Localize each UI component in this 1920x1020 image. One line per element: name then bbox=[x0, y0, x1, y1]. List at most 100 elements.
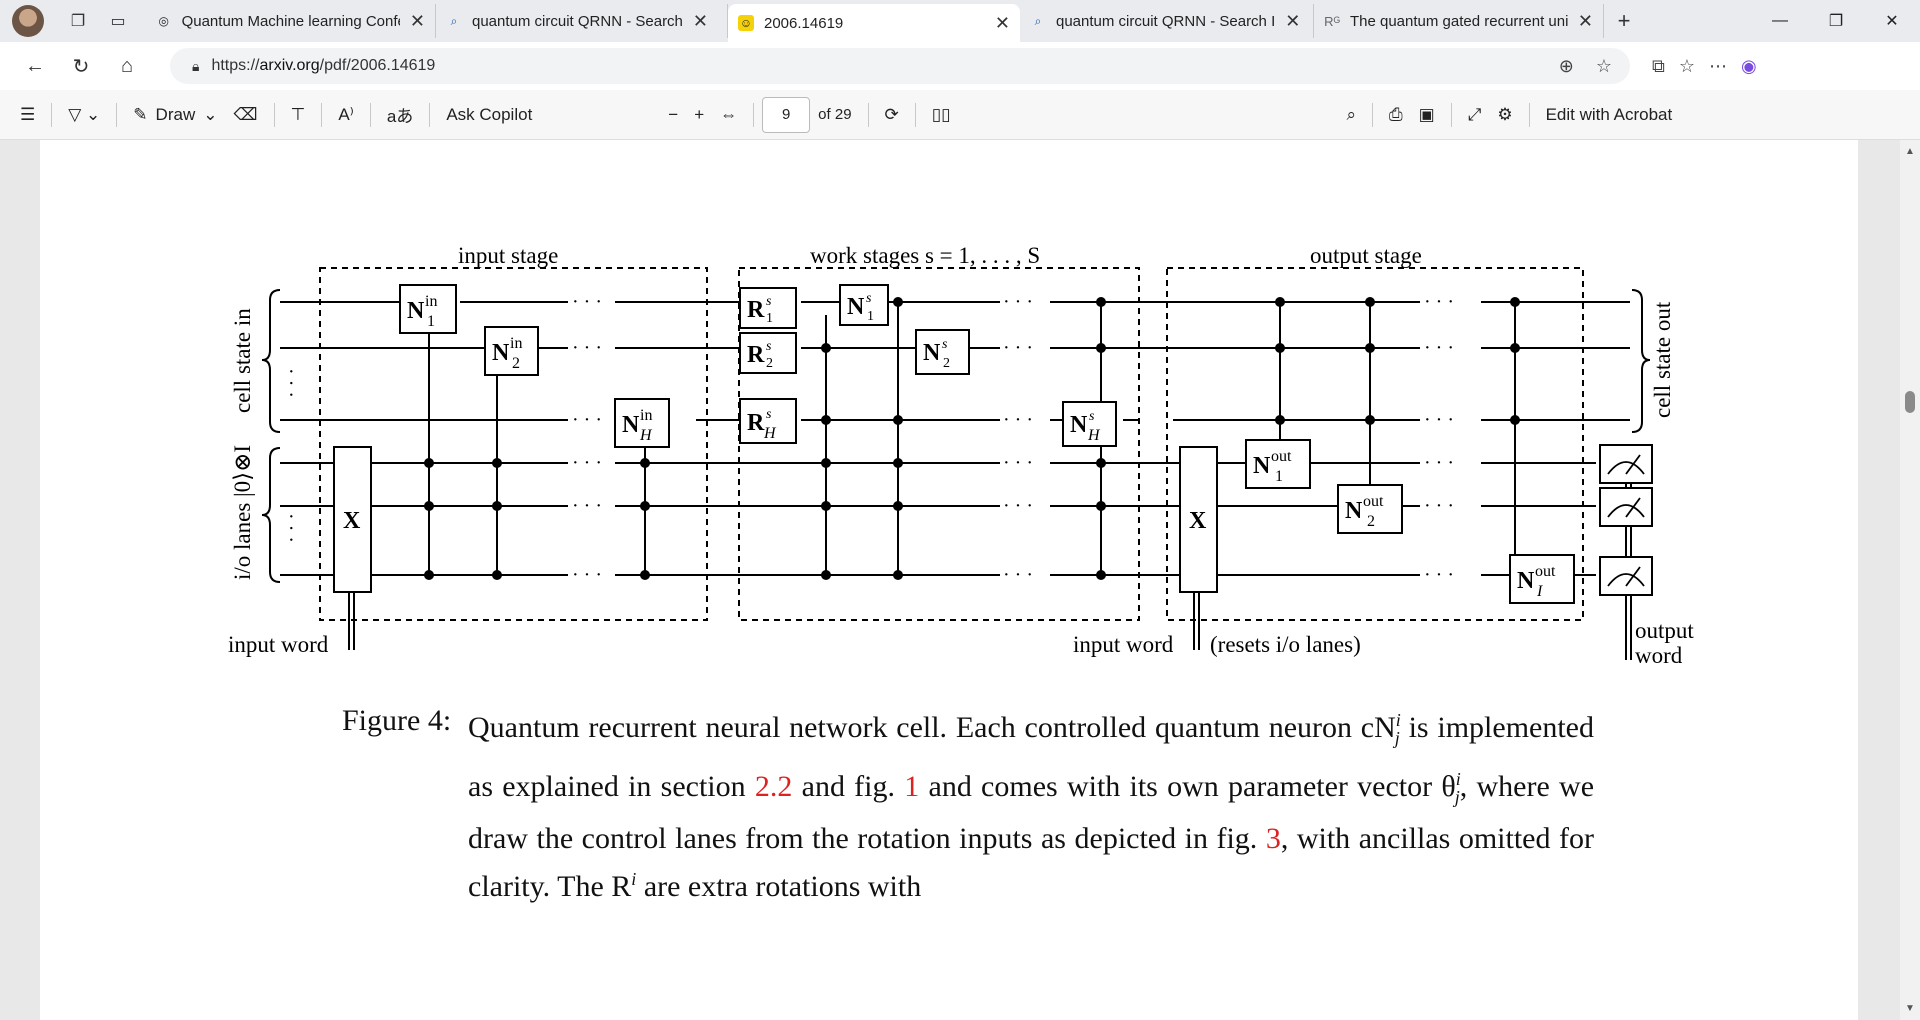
restore-icon[interactable]: ❐ bbox=[1828, 13, 1844, 30]
svg-text:N: N bbox=[492, 340, 510, 366]
gates bbox=[333, 284, 1653, 604]
svg-text:· · ·: · · · bbox=[1003, 337, 1033, 359]
svg-text:N: N bbox=[1253, 453, 1271, 479]
settings-gear-icon[interactable]: ⚙ bbox=[1497, 104, 1513, 124]
svg-text:· · ·: · · · bbox=[572, 452, 602, 474]
input-word-label-2: input word bbox=[1073, 632, 1174, 657]
favorite-star-icon[interactable]: ☆ bbox=[1595, 55, 1612, 76]
gate-n1-out bbox=[1245, 439, 1311, 489]
svg-text:· · ·: · · · bbox=[572, 409, 602, 431]
close-window-icon[interactable]: ✕ bbox=[1885, 13, 1899, 30]
translate-icon[interactable]: aあ bbox=[386, 107, 414, 126]
close-tab-icon[interactable]: ✕ bbox=[409, 10, 425, 31]
draw-button[interactable]: ✎Draw⌄ bbox=[133, 104, 218, 124]
text-box-icon[interactable]: ⊤ bbox=[290, 104, 306, 124]
io-lanes-label: i/o lanes |0⟩⊗I bbox=[230, 445, 255, 580]
draw-icon: ✎ bbox=[133, 104, 148, 124]
url-field[interactable]: 🔒︎ https://arxiv.org/pdf/2006.14619 ⊕ ☆ bbox=[170, 48, 1630, 84]
workspaces-icon[interactable]: ❐ bbox=[70, 13, 86, 30]
control-dots bbox=[424, 297, 1520, 580]
highlight-icon[interactable]: ▽ ⌄ bbox=[68, 104, 101, 124]
refresh-icon[interactable]: ↻ bbox=[72, 55, 90, 78]
svg-text:· · ·: · · · bbox=[572, 337, 602, 359]
search-icon: ⌕ bbox=[1034, 13, 1042, 28]
svg-text:H: H bbox=[639, 427, 653, 444]
scrollbar-thumb[interactable] bbox=[1905, 391, 1915, 413]
qubit-wires bbox=[280, 301, 1650, 576]
address-bar: ← ↻ ⌂ 🔒︎ https://arxiv.org/pdf/2006.1461… bbox=[0, 42, 1920, 90]
svg-text:· · ·: · · · bbox=[1003, 409, 1033, 431]
svg-text:s: s bbox=[766, 339, 772, 354]
vertical-scrollbar[interactable]: ▲ ▼ bbox=[1900, 140, 1920, 1020]
gate-nh-s bbox=[1062, 401, 1117, 447]
lock-icon: 🔒︎ bbox=[192, 57, 200, 74]
minimize-icon[interactable]: — bbox=[1772, 12, 1788, 29]
save-icon[interactable]: ▣ bbox=[1418, 104, 1435, 124]
svg-text:· · ·: · · · bbox=[1424, 337, 1454, 359]
scroll-up-icon[interactable]: ▲ bbox=[1905, 146, 1915, 157]
svg-text:s: s bbox=[1089, 409, 1095, 424]
section-ref-link[interactable]: 2.2 bbox=[754, 770, 793, 803]
svg-text:1: 1 bbox=[867, 309, 874, 324]
svg-text:N: N bbox=[847, 294, 865, 320]
meter-2 bbox=[1599, 487, 1653, 527]
scroll-down-icon[interactable]: ▼ bbox=[1905, 1003, 1915, 1014]
profile-avatar[interactable] bbox=[12, 5, 44, 37]
meter-3 bbox=[1599, 556, 1653, 596]
favorites-icon[interactable]: ☆ bbox=[1678, 55, 1695, 76]
zoom-out-icon[interactable]: − bbox=[668, 104, 679, 124]
fullscreen-icon[interactable]: ⤢ bbox=[1467, 104, 1482, 124]
zoom-icon[interactable]: ⊕ bbox=[1558, 55, 1574, 76]
rotate-icon[interactable]: ⟳ bbox=[884, 104, 899, 124]
copilot-icon[interactable]: ◉ bbox=[1741, 55, 1757, 76]
gate-ni-out bbox=[1509, 554, 1575, 604]
page-total: of 29 bbox=[818, 106, 852, 123]
search-icon: ⌕ bbox=[450, 13, 458, 28]
gate-n1-s bbox=[839, 284, 889, 326]
tab-4[interactable]: ⌕ quantum circuit QRNN - Search I ✕ bbox=[1020, 4, 1314, 38]
contents-icon[interactable]: ☰ bbox=[20, 104, 36, 124]
caption-label: Figure 4: bbox=[342, 704, 452, 737]
tab-5[interactable]: Rᴳ The quantum gated recurrent uni ✕ bbox=[1314, 4, 1604, 38]
cell-state-in-label: cell state in bbox=[230, 308, 255, 413]
print-icon[interactable]: ⎙ bbox=[1389, 104, 1403, 124]
zoom-in-icon[interactable]: + bbox=[694, 104, 705, 124]
more-menu-icon[interactable]: ⋯ bbox=[1709, 55, 1727, 76]
figure-ref-link-2[interactable]: 3 bbox=[1265, 822, 1281, 855]
new-tab-icon[interactable]: + bbox=[1617, 8, 1631, 33]
fit-page-icon[interactable]: ⇔ bbox=[720, 104, 738, 124]
gate-r2 bbox=[739, 332, 797, 374]
close-tab-icon[interactable]: ✕ bbox=[1285, 10, 1301, 31]
extensions-icon[interactable]: ⧉ bbox=[1652, 55, 1665, 76]
gate-x-input bbox=[333, 446, 372, 593]
search-icon[interactable]: ⌕ bbox=[1346, 104, 1357, 124]
researchgate-icon: Rᴳ bbox=[1324, 13, 1340, 29]
close-tab-icon[interactable]: ✕ bbox=[1577, 10, 1593, 31]
svg-text:1: 1 bbox=[1275, 468, 1283, 485]
arxiv-smile-icon: ☺ bbox=[738, 15, 754, 31]
svg-text:R: R bbox=[747, 297, 765, 323]
tab-1[interactable]: ◎ Quantum Machine learning Confe ✕ bbox=[146, 4, 436, 38]
eraser-icon[interactable]: ⌫ bbox=[233, 104, 258, 124]
tab-actions-icon[interactable]: ▭ bbox=[110, 13, 126, 30]
figure-ref-link[interactable]: 1 bbox=[904, 770, 920, 803]
svg-text:s: s bbox=[766, 407, 772, 422]
close-tab-icon[interactable]: ✕ bbox=[692, 10, 708, 31]
caption-body: Quantum recurrent neural network cell. E… bbox=[468, 710, 1595, 903]
svg-text:· · ·: · · · bbox=[281, 513, 303, 543]
page-view-icon[interactable]: ▯▯ bbox=[931, 104, 951, 124]
tab-3-active[interactable]: ☺ 2006.14619 ✕ bbox=[728, 4, 1020, 42]
svg-text:N: N bbox=[1517, 568, 1535, 594]
tab-2[interactable]: ⌕ quantum circuit QRNN - Search ✕ bbox=[436, 4, 728, 38]
edit-with-acrobat-button[interactable]: Edit with Acrobat bbox=[1545, 104, 1673, 124]
close-tab-icon[interactable]: ✕ bbox=[994, 12, 1010, 33]
home-icon[interactable]: ⌂ bbox=[120, 54, 134, 77]
svg-text:· · ·: · · · bbox=[1424, 564, 1454, 586]
read-aloud-icon[interactable]: A⁾ bbox=[338, 104, 354, 124]
ask-copilot-button[interactable]: Ask Copilot bbox=[446, 104, 533, 124]
back-icon[interactable]: ← bbox=[25, 54, 45, 77]
svg-text:in: in bbox=[425, 293, 437, 310]
svg-text:in: in bbox=[640, 407, 652, 424]
svg-text:N: N bbox=[622, 412, 640, 438]
page-number-input[interactable]: 9 bbox=[762, 96, 811, 133]
